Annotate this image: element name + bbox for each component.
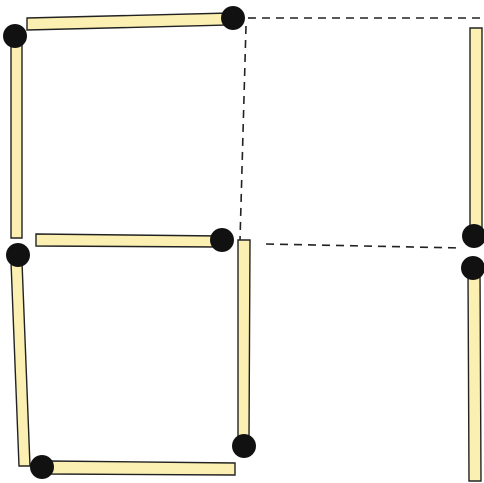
matchstick-body <box>470 28 482 230</box>
matchsticks <box>3 6 484 481</box>
matchstick-far-right-upper <box>462 28 484 248</box>
match-head <box>210 228 234 252</box>
matchstick-body <box>468 272 481 481</box>
matchstick-top <box>27 6 245 30</box>
matchstick-bottom <box>30 455 235 479</box>
match-head <box>3 24 27 48</box>
matchstick-body <box>238 240 250 440</box>
matchstick-lower-left <box>6 243 30 466</box>
match-head <box>6 243 30 267</box>
matchstick-body <box>36 234 220 247</box>
matchstick-body <box>11 262 30 466</box>
matchstick-upper-left <box>3 24 27 238</box>
matchstick-body <box>50 461 235 475</box>
match-head <box>462 224 484 248</box>
match-head <box>221 6 245 30</box>
match-head <box>461 256 484 280</box>
matchstick-center-vertical <box>232 240 256 458</box>
missing-square-outline <box>240 18 484 248</box>
dashed-outline <box>240 26 246 240</box>
match-head <box>30 455 54 479</box>
matchstick-body <box>11 35 22 238</box>
dashed-outline <box>266 244 462 248</box>
match-head <box>232 434 256 458</box>
matchstick-middle <box>36 228 234 252</box>
matchstick-far-right-lower <box>461 256 484 481</box>
matchstick-body <box>27 13 230 30</box>
